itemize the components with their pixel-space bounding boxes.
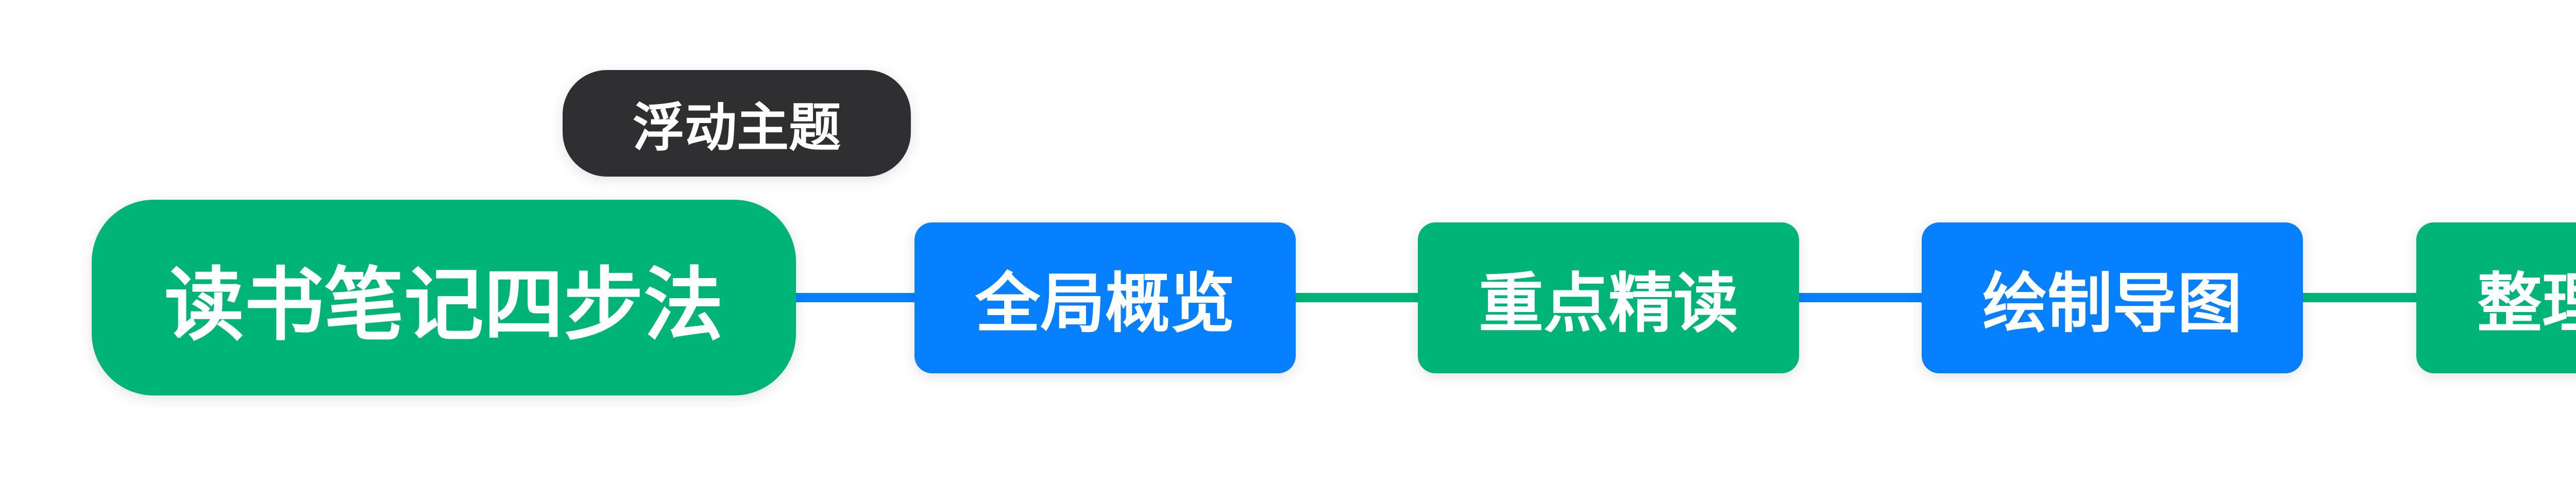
connector-root-to-step1 xyxy=(773,293,922,302)
step-node-2[interactable]: 重点精读 xyxy=(1418,222,1799,373)
root-topic-label: 读书笔记四步法 xyxy=(164,260,723,350)
step-node-3-label: 绘制导图 xyxy=(1982,267,2242,340)
connector-step1-to-step2 xyxy=(1293,293,1425,302)
step-node-2-label: 重点精读 xyxy=(1479,267,1738,340)
connector-step2-to-step3 xyxy=(1797,293,1929,302)
floating-topic-label: 浮动主题 xyxy=(632,99,841,157)
connector-step3-to-step4 xyxy=(2301,293,2424,302)
floating-topic-node[interactable]: 浮动主题 xyxy=(563,70,911,177)
step-node-1-label: 全局概览 xyxy=(975,267,1235,340)
step-node-1[interactable]: 全局概览 xyxy=(914,222,1296,373)
step-node-3[interactable]: 绘制导图 xyxy=(1922,222,2303,373)
step-node-4-label: 整理美化 xyxy=(2477,267,2576,340)
root-topic-node[interactable]: 读书笔记四步法 xyxy=(92,200,796,395)
step-node-4[interactable]: 整理美化 xyxy=(2416,222,2576,373)
